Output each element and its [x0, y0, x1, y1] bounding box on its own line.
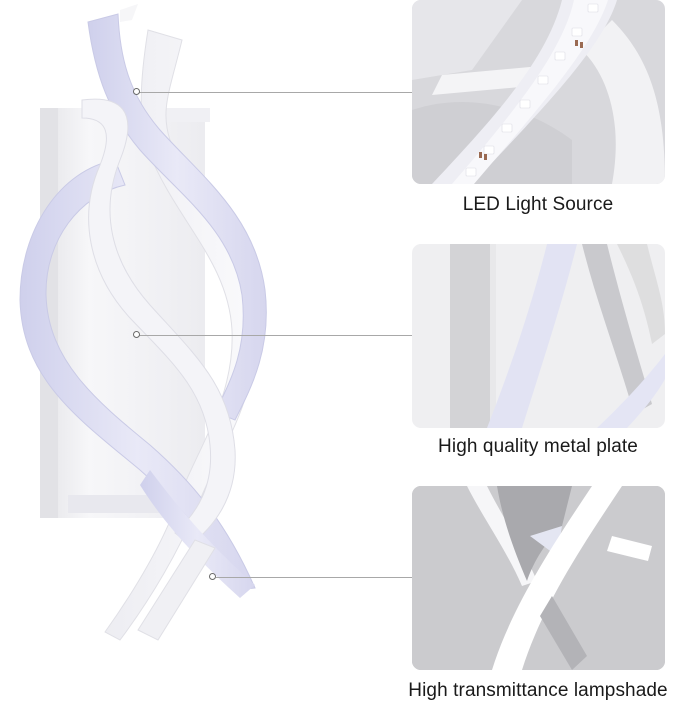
callout-dot-led — [133, 88, 140, 95]
callout-line-led — [137, 92, 413, 93]
feature-caption-lampshade: High transmittance lampshade — [408, 680, 668, 701]
callout-line-lampshade — [216, 577, 413, 578]
feature-panel-led — [412, 0, 665, 184]
callout-line-plate — [139, 335, 413, 336]
feature-panel-lampshade — [412, 486, 665, 670]
feature-caption-plate: High quality metal plate — [438, 436, 638, 457]
lampshade-closeup-icon — [412, 486, 665, 670]
metal-plate-closeup-icon — [412, 244, 665, 428]
feature-caption-led: LED Light Source — [462, 194, 614, 215]
led-strip-closeup-icon — [412, 0, 665, 184]
callout-dot-plate — [133, 331, 140, 338]
product-image-spiral-wall-lamp — [0, 0, 330, 703]
feature-panel-plate — [412, 244, 665, 428]
callout-dot-lampshade — [209, 573, 216, 580]
